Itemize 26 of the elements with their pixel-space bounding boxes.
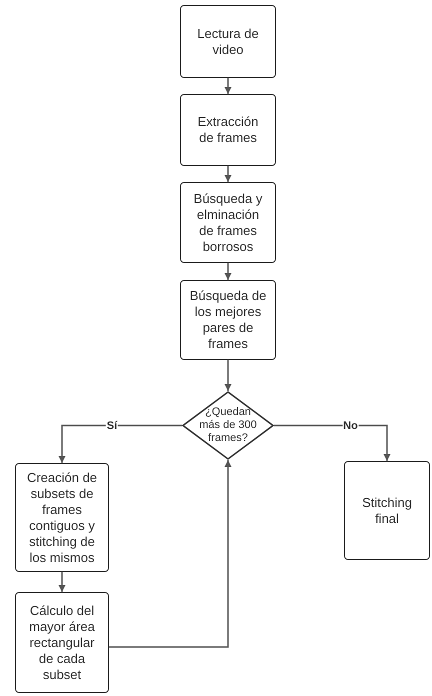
process-box: [344, 461, 430, 560]
process-box: [180, 94, 276, 166]
process-box: [15, 592, 109, 693]
arrow: [224, 166, 232, 182]
edge-label: No: [342, 420, 359, 432]
node-text: Búsqueda y elminación de frames borrosos: [192, 190, 264, 254]
node-text: Lectura de video: [196, 26, 260, 58]
arrow: [274, 424, 390, 461]
arrow: [224, 263, 232, 280]
node-text: ¿Quedan más de 300 frames?: [198, 406, 258, 445]
process-box: [180, 182, 276, 263]
edge-label: Sí: [106, 420, 118, 432]
arrow: [58, 572, 66, 592]
node-text: Búsqueda de los mejores pares de frames: [188, 288, 268, 352]
process-box: [180, 280, 276, 360]
node-text: Creación de subsets de frames contiguos y stitching de los mismos: [26, 470, 98, 566]
node-text: Extracción de frames: [196, 114, 260, 146]
decision-diamond: [182, 391, 274, 460]
arrow: [224, 360, 232, 391]
process-box: [180, 5, 276, 78]
node-text: Stitching final: [361, 494, 413, 526]
node-text: Cálculo del mayor área rectangular de cada subset: [28, 602, 96, 682]
arrow: [109, 460, 232, 648]
arrow: [58, 424, 182, 463]
process-box: [15, 463, 109, 572]
arrow: [224, 78, 232, 94]
